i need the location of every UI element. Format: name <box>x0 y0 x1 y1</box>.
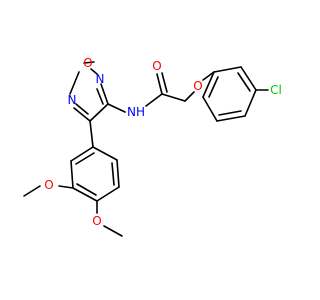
bond-dp-3 <box>96 186 120 202</box>
bond-cp-5 <box>202 96 218 122</box>
bond-o-n-top-2 <box>90 68 98 75</box>
atom-chlorine: Cl <box>270 83 282 97</box>
bond-o-n-top <box>83 61 95 64</box>
bond-dp-5 <box>70 160 74 189</box>
bond-c3-c4 <box>89 103 109 122</box>
atom-o-methoxy-upper: O <box>44 178 53 192</box>
atom-label-layer: O N N NH O O Cl O O <box>44 56 282 228</box>
bond-cp-1 <box>213 66 242 73</box>
bond-dp-4-inner <box>76 183 97 196</box>
bond-dp-6 <box>70 146 94 162</box>
bond-carbonyl-o-double <box>161 72 168 93</box>
bond-dp-ome-upper <box>58 185 74 189</box>
bond-cp-3 <box>244 89 257 117</box>
molecule-diagram: O N N NH O O Cl O O <box>23 56 282 237</box>
bond-n-top-c3 <box>100 83 109 105</box>
bond-ome-lower-me <box>103 225 123 237</box>
bond-layer <box>23 61 269 237</box>
atom-o-ring: O <box>83 56 92 70</box>
bond-c4-aryl <box>89 120 94 148</box>
bond-cp-4-inner <box>218 110 242 116</box>
bond-n-left-o <box>69 71 80 95</box>
bond-dp-4 <box>72 187 98 202</box>
atom-o-methoxy-lower: O <box>92 214 101 228</box>
bond-cp-4 <box>216 115 246 122</box>
bond-cp-2 <box>240 66 257 91</box>
bond-dp-1 <box>92 146 118 161</box>
bond-c4-n-left-inner <box>75 103 89 115</box>
bond-cp-6 <box>202 71 215 98</box>
bond-ch2-ether-o <box>184 91 195 102</box>
atom-amide-nh: NH <box>127 105 145 119</box>
bond-cp-2-inner <box>237 72 251 92</box>
bond-carbonyl-ch2 <box>161 93 186 102</box>
bond-cp-6-inner <box>208 76 219 98</box>
bond-n-top-c3-inner <box>96 88 104 105</box>
bond-ome-upper-me <box>23 185 41 197</box>
bond-dp-2-inner <box>111 162 115 186</box>
bond-dp-6-inner <box>75 152 95 165</box>
bond-carbonyl-o <box>156 73 163 95</box>
bond-c4-n-left <box>73 107 91 122</box>
bond-dp-2 <box>116 159 120 188</box>
bond-nh-carbonyl <box>145 93 163 107</box>
structure-canvas: O N N NH O O Cl O O <box>23 56 282 237</box>
bond-c3-nh <box>107 103 126 113</box>
bond-ether-o-aryl <box>202 71 215 81</box>
atom-n-ring-left: N <box>68 93 77 107</box>
atom-n-ring-top: N <box>96 72 105 86</box>
atom-o-ether: O <box>193 79 202 93</box>
atom-o-carbonyl: O <box>152 59 161 73</box>
